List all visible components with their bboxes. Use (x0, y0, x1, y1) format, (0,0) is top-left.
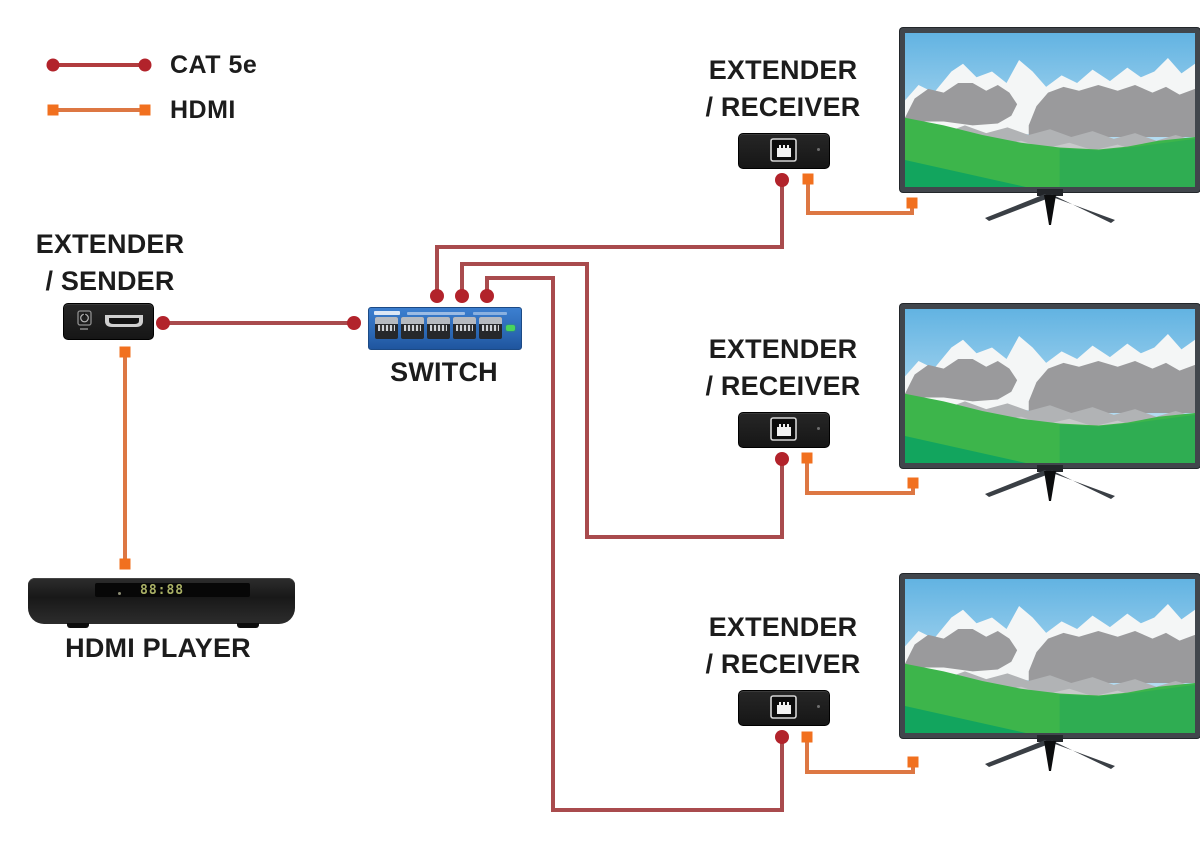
sender-label: EXTENDER / SENDER (20, 226, 200, 300)
legend-label-cat5e: CAT 5e (170, 50, 258, 79)
status-led (817, 148, 820, 151)
hdmi-line-swatch (47, 104, 151, 116)
player-label: HDMI PLAYER (65, 633, 251, 663)
player-foot (237, 623, 259, 628)
rj45-port-icon (770, 138, 797, 162)
status-led (817, 427, 820, 430)
hdmi-player-device: 88:88 (28, 578, 295, 628)
player-standby-led (118, 592, 121, 595)
rj45-port-icon (770, 417, 797, 441)
legend: CAT 5e HDMI (44, 50, 257, 140)
switch-label: SWITCH (390, 357, 498, 387)
sender-label-line1: EXTENDER (35, 229, 185, 259)
tv-1-stand (965, 189, 1135, 229)
legend-item-hdmi: HDMI (44, 95, 257, 125)
receiver-2-label-line1: EXTENDER (708, 334, 858, 364)
player-display-panel (95, 583, 250, 597)
ethernet-port-1 (375, 317, 398, 339)
extender-receiver-2-device (738, 412, 830, 448)
tv-2-stand (965, 465, 1135, 505)
cat5e-wire-switch-to-receiver-3 (485, 276, 784, 812)
receiver-1-label-line2: / RECEIVER (705, 92, 861, 122)
tv-1 (900, 28, 1200, 192)
tv-3-screen-landscape-image (905, 579, 1195, 733)
hdmi-wire-receiver-3-to-tv-3 (805, 737, 915, 774)
ir-sensor-icon (77, 310, 92, 330)
ethernet-port-3 (427, 317, 450, 339)
tv-3 (900, 574, 1200, 738)
cat5e-wire-switch-to-receiver-2 (460, 262, 784, 539)
receiver-3-label: EXTENDER / RECEIVER (693, 609, 873, 683)
tv-3-stand (965, 735, 1135, 775)
legend-item-cat5e: CAT 5e (44, 50, 257, 80)
cat5e-line-swatch (46, 58, 152, 72)
tv-2-screen-landscape-image (905, 309, 1195, 463)
power-led (506, 325, 515, 331)
status-led (817, 705, 820, 708)
sender-label-line2: / SENDER (45, 266, 175, 296)
hdmi-connector-plugs (119, 173, 919, 768)
hdmi-wire-receiver-2-to-tv-2 (805, 458, 915, 495)
tv-2 (900, 304, 1200, 468)
cat5e-connector-dots (156, 173, 789, 744)
rj45-port-icon (770, 695, 797, 719)
cat5e-wire-switch-to-receiver-1 (435, 180, 784, 296)
legend-label-hdmi: HDMI (170, 95, 236, 124)
player-clock-display: 88:88 (140, 583, 185, 598)
player-foot (67, 623, 89, 628)
extender-sender-device (63, 303, 154, 340)
receiver-3-label-line2: / RECEIVER (705, 649, 861, 679)
network-switch-device (368, 307, 522, 350)
hdmi-port-icon (105, 315, 143, 327)
extender-receiver-1-device (738, 133, 830, 169)
receiver-3-label-line1: EXTENDER (708, 612, 858, 642)
extender-receiver-3-device (738, 690, 830, 726)
ethernet-port-2 (401, 317, 424, 339)
receiver-1-label: EXTENDER / RECEIVER (693, 52, 873, 126)
tv-1-screen-landscape-image (905, 33, 1195, 187)
ethernet-port-4 (453, 317, 476, 339)
hdmi-wire-receiver-1-to-tv-1 (806, 179, 914, 215)
receiver-2-label: EXTENDER / RECEIVER (693, 331, 873, 405)
receiver-1-label-line1: EXTENDER (708, 55, 858, 85)
ethernet-port-5 (479, 317, 502, 339)
receiver-2-label-line2: / RECEIVER (705, 371, 861, 401)
